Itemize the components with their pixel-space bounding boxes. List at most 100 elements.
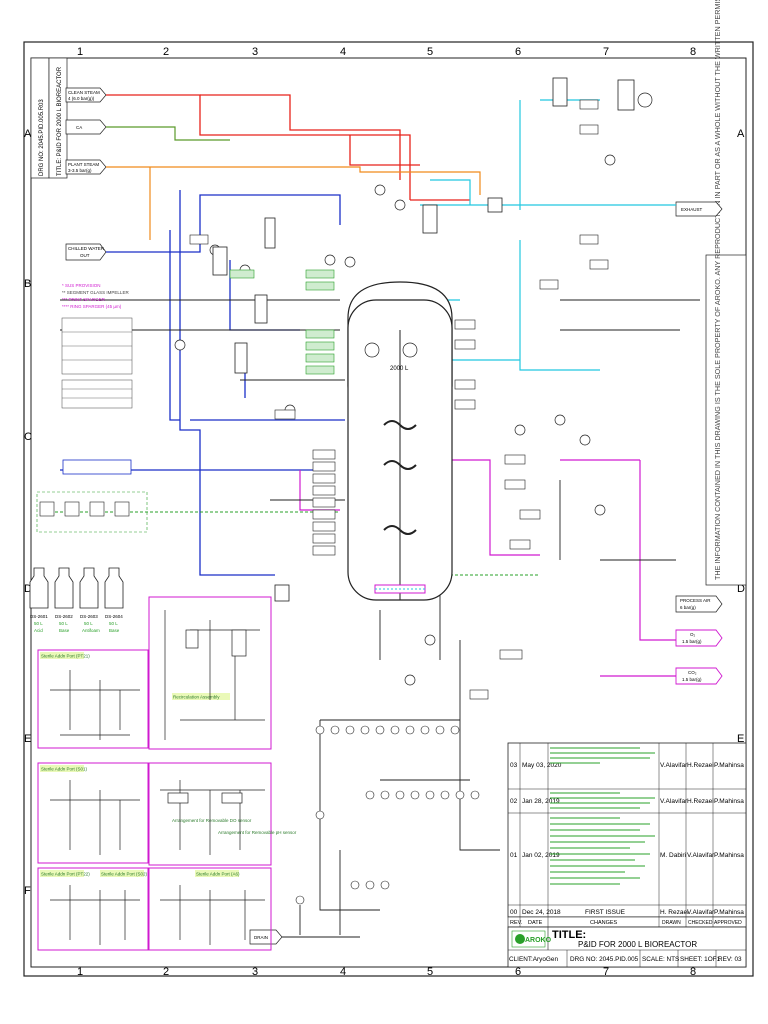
rev-01-date: Jan 02, 2019: [522, 852, 560, 859]
title-block: AROKO TITLE: P&ID FOR 2000 L BIOREACTOR …: [507, 926, 747, 968]
vessel-instruments: [174, 92, 653, 686]
revision-table: 03 May 03, 2020 V.Alavifar H.Rezaei P.Ma…: [507, 742, 747, 918]
right-notice-block: THE INFORMATION CONTAINED IN THIS DRAWIN…: [705, 0, 747, 586]
rev-00-changes: FIRST ISSUE: [585, 909, 626, 916]
chilled-water-label: CHILLED WATER: [68, 246, 105, 251]
ca-lines: [106, 126, 230, 141]
grid-col-8: 8: [690, 46, 696, 58]
rev-01-notes: [550, 817, 655, 885]
rev-02-number: 02: [510, 798, 518, 805]
grid-col-7: 7: [603, 46, 609, 58]
rev-03-checked: H.Rezaei: [687, 762, 714, 769]
recirc-label-1: Arrangement for Removable DO sensor: [172, 818, 252, 823]
sterile-port-frames: [37, 596, 272, 951]
grid-row-a: A: [24, 128, 32, 140]
clean-steam-label: CLEAN STEAM: [68, 90, 100, 95]
utility-inlets: CLEAN STEAM 4 (6.0 bar(g)) CA PLANT STEA…: [65, 87, 723, 945]
svg-text:50 L: 50 L: [34, 621, 43, 626]
rev-header-checked: CHECKED: [688, 920, 713, 926]
grid-col-5-bottom: 5: [427, 966, 433, 978]
svg-text:50 L: 50 L: [109, 621, 118, 626]
dashed-green-lines: [45, 511, 540, 576]
rev-02-notes: [550, 792, 655, 809]
vessel-label: 2000 L: [390, 366, 409, 372]
svg-text:DS-2602: DS-2602: [55, 614, 73, 619]
rev-00-checked: V.Alavifar: [687, 909, 715, 916]
sterile-port-label-4: Sterile Addn Port (S02): [101, 872, 148, 877]
rev-03-date: May 03, 2020: [522, 762, 562, 769]
grid-row-d: D: [24, 583, 32, 595]
rev-00-number: 00: [510, 909, 518, 916]
rev-label: REV: 03: [718, 956, 742, 963]
sterile-port-piping: [50, 610, 265, 945]
svg-text:Base: Base: [109, 628, 120, 633]
rev-03-drawn: V.Alavifar: [660, 762, 688, 769]
grid-row-f: F: [24, 885, 31, 897]
drain-label: DRAIN: [254, 935, 268, 940]
aroko-logo: AROKO: [511, 930, 552, 948]
drg-no-label: DRG NO: 2045.PID.005: [570, 956, 639, 963]
svg-text:Antifoam: Antifoam: [82, 628, 100, 633]
bottom-manifold: [295, 725, 480, 905]
drawing-title: P&ID FOR 2000 L BIOREACTOR: [578, 940, 697, 949]
sterile-port-label-3: Sterile Addn Port (PT22): [41, 872, 90, 877]
svg-text:50 L: 50 L: [59, 621, 68, 626]
grid-row-e-right: E: [737, 733, 744, 745]
clean-steam-pressure: 4 (6.0 bar(g)): [68, 96, 95, 101]
sterile-port-label-2: Sterile Addn Port (S01): [41, 767, 88, 772]
grid-row-a-right: A: [737, 128, 745, 140]
co2-pressure: 1.5 bar(g): [682, 677, 702, 682]
process-air-label: PROCESS AIR: [680, 598, 711, 603]
sheet-label: SHEET: 1OF1: [680, 956, 721, 963]
rev-header-approved: APPROVED: [714, 920, 742, 926]
legend-item-4: **** RING SPARGER (45 µm): [62, 304, 122, 309]
svg-text:DS-2604: DS-2604: [105, 614, 123, 619]
grid-col-4: 4: [340, 46, 346, 58]
left-vertical-title-block: DRG NO: 2045.PID.005.R03 TITLE: P&ID FOR…: [30, 57, 68, 179]
rev-01-number: 01: [510, 852, 518, 859]
rev-03-approved: P.Mahinsa: [714, 762, 744, 769]
revision-header-row: REV. DATE CHANGES DRAWN CHECKED APPROVED: [507, 916, 747, 928]
bottle-4: DS-2604 50 L Base: [104, 567, 124, 633]
rev-01-checked: V.Alavifar: [687, 852, 715, 859]
svg-text:DS-2603: DS-2603: [80, 614, 98, 619]
sheet-border: [23, 41, 754, 977]
supply-bottles: DS-2601 50 L Acid DS-2602 50 L Base DS-2…: [29, 567, 124, 633]
grid-row-d-right: D: [737, 583, 745, 595]
sterile-port-labels: Sterile Addn Port (PT21) Sterile Addn Po…: [40, 652, 297, 877]
grid-col-7-bottom: 7: [603, 966, 609, 978]
rev-03-notes: [550, 747, 655, 764]
title-vertical: TITLE: P&ID FOR 2000 L BIOREACTOR: [57, 66, 63, 176]
grid-col-3: 3: [252, 46, 258, 58]
grid-row-c: C: [24, 431, 32, 443]
sterile-port-label-1: Sterile Addn Port (PT21): [41, 654, 90, 659]
grid-col-3-bottom: 3: [252, 966, 258, 978]
grid-col-6: 6: [515, 46, 521, 58]
rev-02-approved: P.Mahinsa: [714, 798, 744, 805]
legend-item-1: * SUS PROVISION: [62, 283, 101, 288]
rev-00-drawn: H. Rezaei: [660, 909, 689, 916]
title-label: TITLE:: [552, 929, 586, 941]
rev-02-drawn: V.Alavifar: [660, 798, 688, 805]
plant-steam-label: PLANT STEAM: [68, 162, 99, 167]
rev-03-number: 03: [510, 762, 518, 769]
rev-header-rev: REV.: [510, 920, 523, 926]
bottle-2: DS-2602 50 L Base: [54, 567, 74, 633]
client-label: CLIENT:AryoGen: [509, 956, 558, 963]
rev-01-approved: P.Mahinsa: [714, 852, 744, 859]
sterile-port-label-5: Sterile Addn Port (A6): [196, 872, 240, 877]
rev-header-date: DATE: [528, 920, 543, 926]
svg-text:50 L: 50 L: [84, 621, 93, 626]
recirc-label-3: Recirculation Assembly: [173, 695, 220, 700]
grid-col-2-bottom: 2: [163, 966, 169, 978]
o2-label: O₂: [690, 632, 696, 637]
notice-line: THE INFORMATION CONTAINED IN THIS DRAWIN…: [713, 0, 722, 580]
left-legend: * SUS PROVISION ** SEGMENT GLASS IMPELLE…: [61, 283, 133, 409]
ca-label: CA: [76, 125, 82, 130]
left-grid-labels: A B C D E F: [24, 128, 32, 897]
gas-lines: [299, 459, 676, 677]
rev-00-approved: P.Mahinsa: [714, 909, 744, 916]
scale-label: SCALE: NTS: [642, 956, 679, 963]
grid-col-6-bottom: 6: [515, 966, 521, 978]
